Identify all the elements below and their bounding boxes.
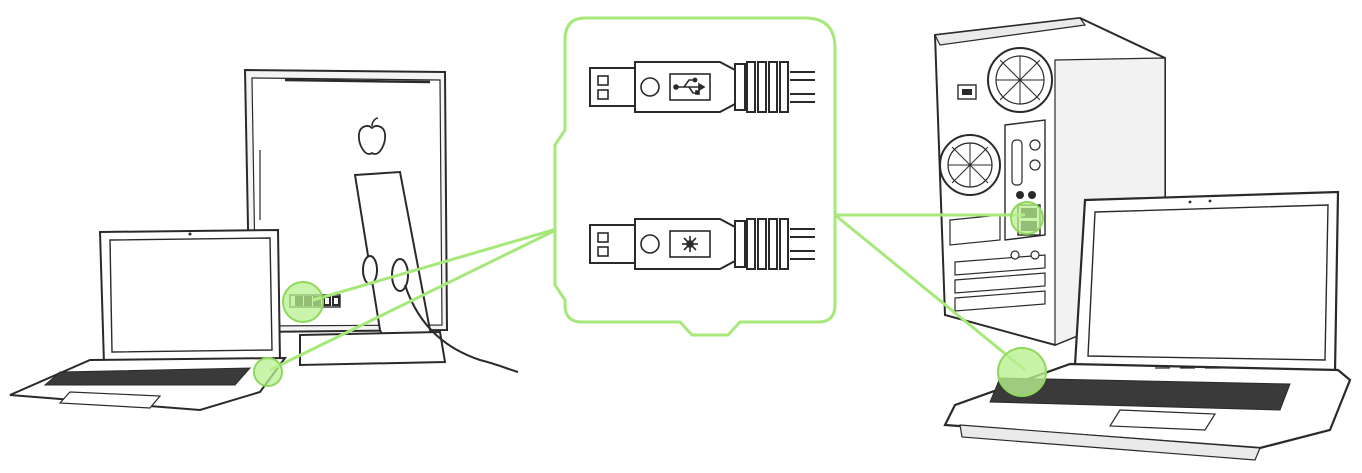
usb-connector-bottom bbox=[589, 218, 815, 270]
apple-logo-icon bbox=[358, 117, 386, 155]
tower-fan-top bbox=[987, 47, 1053, 113]
razer-blade-laptop bbox=[943, 190, 1352, 461]
laser-burst-icon bbox=[682, 236, 698, 252]
tower-fan-bottom bbox=[939, 134, 1001, 196]
usb-trident-icon bbox=[673, 77, 706, 95]
blade-port-highlight bbox=[997, 347, 1047, 397]
tower-port-highlight bbox=[1010, 201, 1044, 235]
imac-port-highlight bbox=[282, 281, 324, 323]
port-highlights bbox=[253, 201, 1047, 397]
macbook-port-highlight bbox=[253, 357, 283, 387]
macbook-laptop bbox=[9, 228, 287, 412]
connection-lines bbox=[269, 213, 1026, 372]
imac-desktop bbox=[243, 68, 519, 373]
usb-connector-top bbox=[589, 61, 815, 113]
